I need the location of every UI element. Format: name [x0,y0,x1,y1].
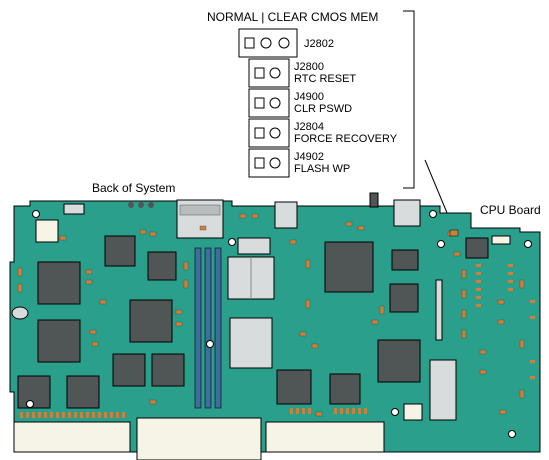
dimm-slot [214,247,222,409]
back-of-system-label: Back of System [92,181,175,195]
header-label: NORMAL | CLEAR CMOS MEM [207,10,378,24]
jumper-j2800-id: J2800 [294,61,324,73]
pin-round-icon [269,97,281,109]
mounting-hole-icon [206,340,214,348]
jumper-j2800-desc: RTC RESET [294,73,356,85]
heatsink [229,317,273,369]
mounting-hole-icon [228,238,236,246]
pin-square-icon [244,37,255,49]
chip [147,251,177,281]
rear-connector [393,199,421,227]
component [403,403,423,421]
component [35,219,59,243]
pin-round-icon [260,37,272,49]
jumper-j4900-id: J4900 [294,91,324,103]
chip [112,353,146,387]
dimm-slot [194,247,202,409]
jumper-j2802: J2802 [238,28,334,58]
jumper-location [449,229,459,237]
legend-bracket [403,10,415,189]
component [491,235,511,245]
dimm-slot [204,247,212,409]
mounting-hole-icon [26,400,34,408]
chip [151,353,185,387]
chip [17,375,51,409]
board-outline [9,200,541,453]
jumper-j4900: J4900 CLR PSWD [248,88,352,118]
jumper-j2802-id: J2802 [304,38,334,50]
chip [324,241,374,293]
pin-square-icon [254,97,265,109]
resistor-column [476,264,535,379]
rear-connector [274,201,298,229]
chip [104,235,136,267]
jumper-j4900-desc: CLR PSWD [294,103,352,115]
mounting-hole-icon [524,240,532,248]
chip [389,283,419,313]
chip [465,237,489,259]
mounting-hole-icon [391,408,399,416]
pin-square-icon [254,157,265,169]
pin-round-icon [269,127,281,139]
jumper-j4902: J4902 FLASH WP [248,148,350,178]
jumper-j4902-desc: FLASH WP [294,163,350,175]
cpu-board-label: CPU Board [480,203,541,217]
pin-square-icon [254,127,265,139]
connector-slot [179,204,221,216]
mounting-hole-icon [437,240,445,248]
jumper-j2804-desc: FORCE RECOVERY [294,133,398,145]
edge-connector [13,421,131,453]
jumper-j4902-id: J4902 [294,151,324,163]
pin-round-icon [278,37,290,49]
rear-post [369,192,379,208]
heatsink [429,359,457,421]
small-components [17,213,525,417]
chip [129,299,173,343]
pin-round-icon [269,67,281,79]
edge-connector [265,421,385,453]
component [237,237,271,255]
standoff-icon [128,202,134,208]
mounting-hole-icon [32,210,40,218]
cpu-board [9,192,541,460]
edge-connector [136,417,262,460]
pin-square-icon [254,67,265,79]
mounting-hole-icon [508,430,516,438]
chip [66,375,100,409]
mounting-hole-icon [429,210,437,218]
connector-strip [435,279,443,341]
standoff-icon [138,202,144,208]
chip [377,339,421,383]
jumper-j2804: J2804 FORCE RECOVERY [248,118,398,148]
chip [37,319,81,363]
chip [37,261,81,305]
standoff-icon [148,202,154,208]
crystal [11,306,29,320]
component-row [20,408,367,418]
jumper-j2800: J2800 RTC RESET [248,58,356,88]
pin-round-icon [269,157,281,169]
chip [329,373,361,405]
chip [391,249,419,271]
jumper-j2804-id: J2804 [294,121,324,133]
chip [276,369,312,405]
rear-connector [63,203,85,215]
